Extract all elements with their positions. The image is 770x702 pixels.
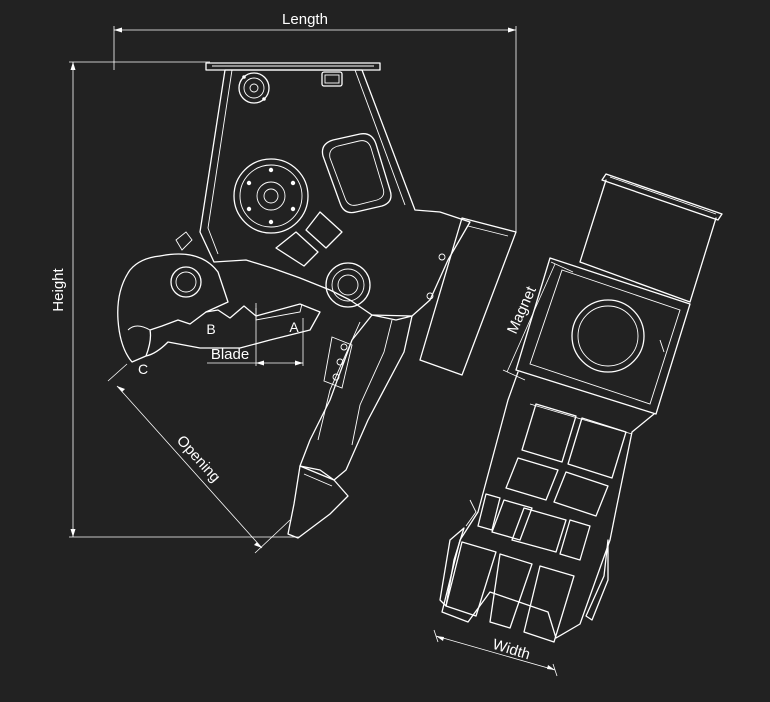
height-dimension [69,61,300,538]
shear-plan-view [439,173,723,643]
opening-dimension [107,363,291,554]
width-dimension [433,629,558,677]
magnet-dimension [502,261,574,381]
point-b-label: B [206,321,215,337]
opening-label: Opening [173,432,224,486]
length-dimension [113,26,517,232]
shear-side-view [117,62,517,539]
width-label: Width [490,636,532,663]
length-label: Length [282,11,328,28]
point-a-label: A [289,319,299,335]
point-c-label: C [138,361,148,377]
blade-label: Blade [211,346,249,363]
height-label: Height [50,267,67,311]
